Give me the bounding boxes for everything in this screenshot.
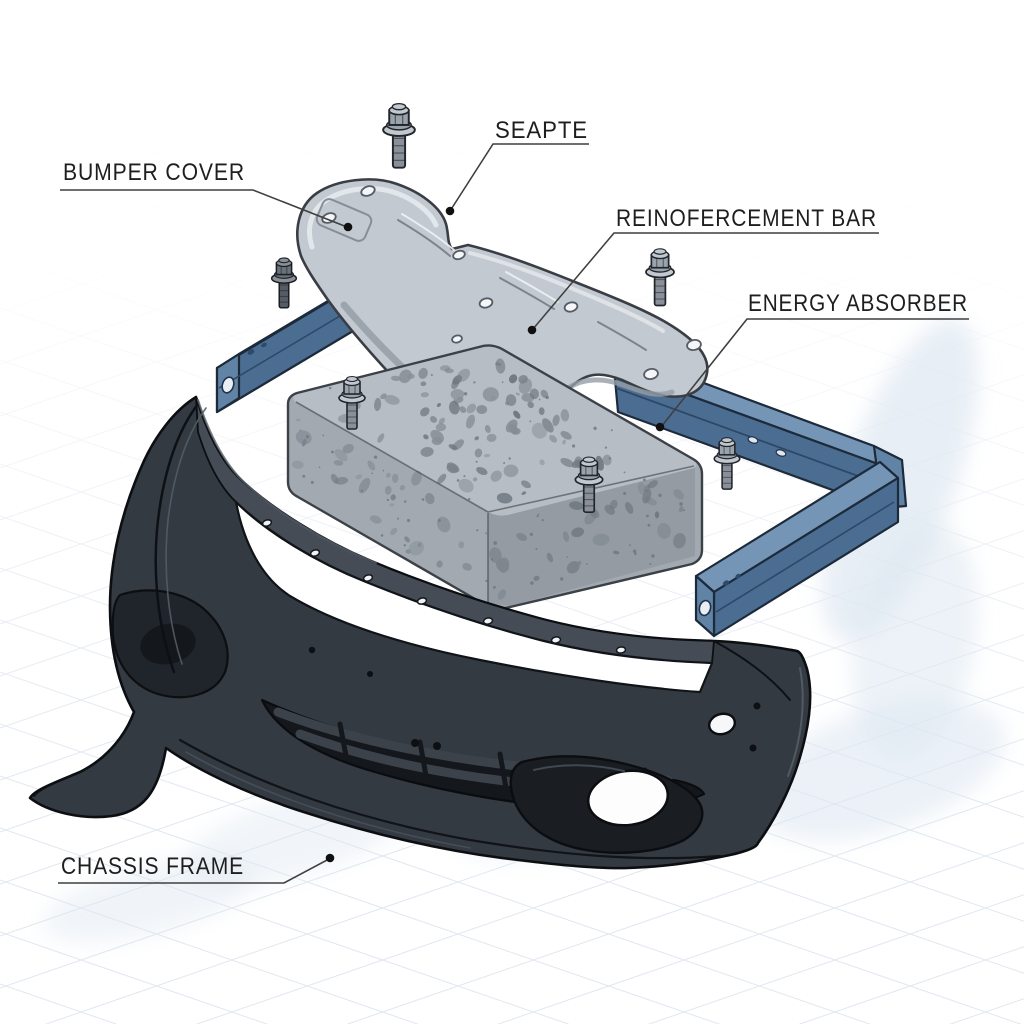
bolt bbox=[645, 248, 675, 307]
bolt bbox=[338, 375, 366, 430]
bumper-open-gap bbox=[234, 500, 714, 694]
bumper-crease-lines bbox=[33, 399, 804, 860]
label-energy-absorber: ENERGY ABSORBER bbox=[655, 290, 969, 432]
label-chassis-frame-text: CHASSIS FRAME bbox=[61, 853, 244, 880]
label-reinforcement-bar-leader bbox=[532, 232, 879, 330]
label-reinforcement-bar-text: REINOFERCEMENT BAR bbox=[616, 205, 877, 232]
label-reinforcement-bar: REINOFERCEMENT BAR bbox=[527, 205, 879, 335]
callout-labels: SEAPTE BUMPER COVER REINOFERCEMENT BAR E… bbox=[58, 117, 969, 884]
tow-hook-hole bbox=[707, 712, 737, 736]
label-bumper-cover-dot bbox=[343, 222, 353, 232]
label-bumper-cover: BUMPER COVER bbox=[60, 159, 353, 232]
label-bumper-cover-leader bbox=[60, 189, 348, 228]
bumper-cover-part bbox=[28, 395, 812, 870]
label-chassis-frame-leader bbox=[58, 858, 330, 884]
label-chassis-frame: CHASSIS FRAME bbox=[58, 853, 335, 884]
bolt bbox=[270, 257, 298, 309]
label-energy-absorber-leader bbox=[660, 318, 969, 428]
label-seapte-leader bbox=[449, 143, 589, 212]
chassis-frame-front-beam bbox=[694, 460, 900, 638]
bolt bbox=[382, 102, 416, 169]
sensor-holes bbox=[308, 646, 761, 752]
label-energy-absorber-text: ENERGY ABSORBER bbox=[748, 290, 968, 317]
label-bumper-cover-text: BUMPER COVER bbox=[63, 159, 245, 186]
foam-speckle-texture bbox=[291, 358, 686, 600]
mounting-bolts bbox=[270, 102, 741, 514]
bumper-flange-holes bbox=[261, 519, 627, 654]
label-seapte: SEAPTE bbox=[445, 117, 589, 216]
bolt bbox=[713, 437, 741, 490]
label-reinforcement-bar-dot bbox=[527, 325, 537, 335]
label-seapte-text: SEAPTE bbox=[495, 117, 588, 144]
label-seapte-dot bbox=[445, 206, 455, 216]
bolt bbox=[574, 456, 604, 514]
label-energy-absorber-dot bbox=[655, 422, 665, 432]
label-chassis-frame-dot bbox=[325, 853, 335, 863]
